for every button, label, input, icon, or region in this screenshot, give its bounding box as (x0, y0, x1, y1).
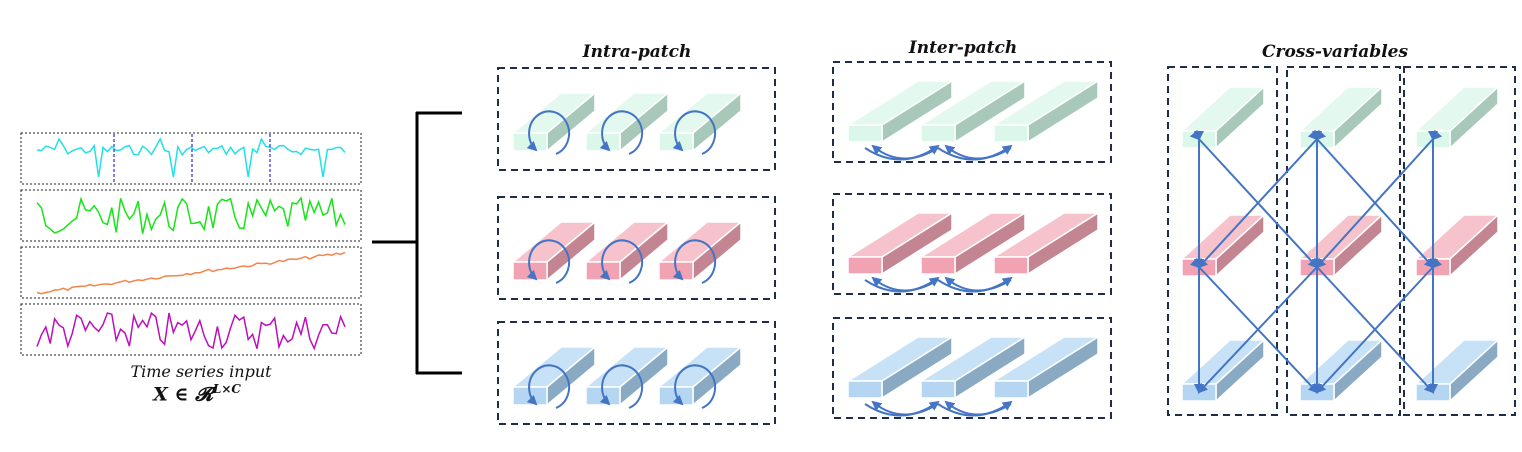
series-line-green (36, 196, 346, 234)
intra-patch-block (656, 91, 744, 153)
inter-patch-box (832, 317, 1112, 419)
block-front-face (993, 380, 1029, 399)
intra-patch-box (497, 321, 776, 425)
inter-patch-arrow (944, 400, 1012, 416)
block-front-face (993, 256, 1029, 275)
cross-variable-block (1180, 338, 1266, 403)
inter-patch-title: Inter-patch (908, 38, 1018, 58)
inter-patch-arrow (944, 144, 1012, 160)
inter-patch-block (918, 335, 1028, 400)
input-formula: X ∈ 𝓡L×C (153, 382, 241, 405)
inter-patch-arrow (871, 400, 939, 416)
block-front-face (847, 124, 883, 143)
cross-link-diagonal (1197, 129, 1327, 269)
self-attention-arrow (526, 110, 571, 155)
self-attention-arrow (526, 239, 571, 284)
cross-variable-block (1414, 85, 1500, 150)
series-line-orange (36, 251, 346, 295)
series-box-2 (20, 189, 362, 242)
formula-main: X ∈ 𝓡 (153, 383, 213, 406)
intra-patch-block (510, 345, 598, 407)
series-box-1 (20, 132, 362, 185)
cross-variables-title: Cross-variables (1261, 42, 1409, 62)
cross-variable-block (1414, 213, 1500, 278)
intra-patch-block (656, 220, 744, 282)
inter-patch-arrow (871, 144, 939, 160)
cross-link-diagonal (1197, 257, 1327, 394)
time-series-panel (20, 132, 362, 356)
self-attention-arrow (599, 364, 644, 409)
inter-patch-block (991, 335, 1101, 400)
bracket-connector (372, 111, 462, 375)
series-line-cyan (36, 137, 346, 178)
series-box-4 (20, 303, 362, 356)
formula-superscript: L×C (212, 382, 241, 396)
self-attention-arrow (599, 110, 644, 155)
self-attention-arrow (672, 364, 717, 409)
series-line-magenta (36, 311, 346, 351)
intra-patch-block (510, 91, 598, 153)
intra-patch-box (497, 67, 776, 171)
cross-variable-block (1298, 338, 1384, 403)
cross-variable-block (1298, 85, 1384, 150)
cross-variable-block (1180, 213, 1266, 278)
intra-patch-box (497, 196, 776, 300)
inter-patch-box (832, 193, 1112, 295)
inter-patch-block (845, 335, 955, 400)
block-front-face (993, 124, 1029, 143)
intra-patch-block (510, 220, 598, 282)
cross-variable-block (1180, 85, 1266, 150)
inter-patch-block (845, 79, 955, 144)
intra-patch-block (583, 220, 671, 282)
inter-patch-block (991, 79, 1101, 144)
inter-patch-block (991, 211, 1101, 276)
inter-patch-block (845, 211, 955, 276)
self-attention-arrow (599, 239, 644, 284)
intra-patch-block (656, 345, 744, 407)
cross-link-diagonal (1315, 129, 1443, 269)
inter-patch-arrow (871, 276, 939, 292)
self-attention-arrow (672, 110, 717, 155)
inter-patch-box (832, 61, 1112, 163)
intra-patch-block (583, 91, 671, 153)
block-front-face (920, 256, 956, 275)
intra-patch-title: Intra-patch (582, 42, 692, 62)
block-front-face (920, 124, 956, 143)
time-series-label: Time series input (130, 362, 272, 381)
inter-patch-block (918, 79, 1028, 144)
cross-variable-block (1298, 213, 1384, 278)
inter-patch-arrow (944, 276, 1012, 292)
cross-link-diagonal (1315, 257, 1443, 394)
self-attention-arrow (672, 239, 717, 284)
inter-patch-block (918, 211, 1028, 276)
block-front-face (920, 380, 956, 399)
block-front-face (847, 380, 883, 399)
block-front-face (847, 256, 883, 275)
series-box-3 (20, 246, 362, 299)
intra-patch-block (583, 345, 671, 407)
patch-blocks-layer (497, 61, 1516, 425)
self-attention-arrow (526, 364, 571, 409)
cross-variable-block (1414, 338, 1500, 403)
